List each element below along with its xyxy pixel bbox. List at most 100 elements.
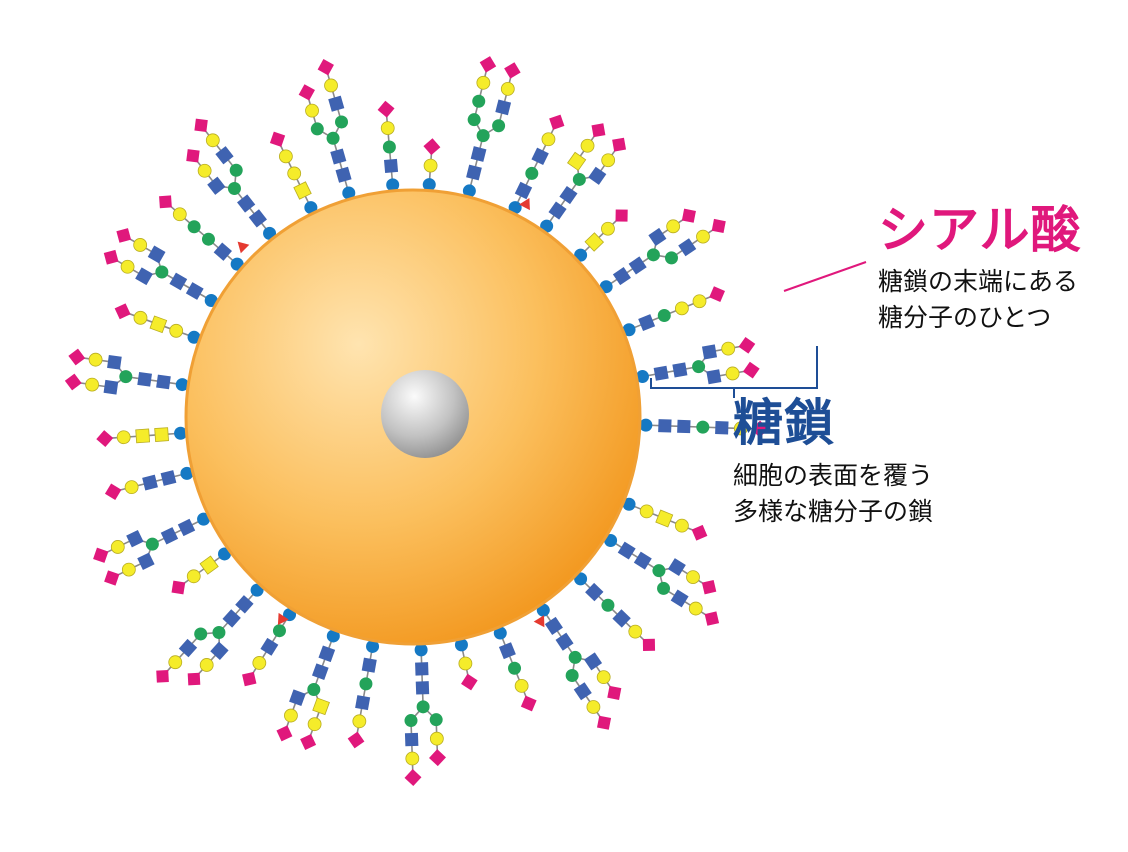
glucose-residue-icon bbox=[304, 201, 318, 215]
glucose-residue-icon bbox=[342, 186, 356, 200]
sialic-acid-residue-icon bbox=[300, 734, 317, 751]
mannose-residue-icon bbox=[272, 624, 286, 638]
mannose-residue-icon bbox=[508, 661, 522, 675]
glucose-residue-icon bbox=[174, 426, 188, 440]
glcnac-residue-icon bbox=[137, 552, 155, 570]
glcnac-residue-icon bbox=[142, 474, 158, 491]
glucose-residue-icon bbox=[187, 330, 201, 344]
glcnac-residue-icon bbox=[160, 470, 177, 486]
galactose-residue-icon bbox=[85, 377, 99, 392]
mannose-residue-icon bbox=[565, 668, 579, 682]
galactose-residue-icon bbox=[596, 670, 611, 685]
mannose-residue-icon bbox=[227, 181, 241, 195]
galactose-residue-icon bbox=[352, 714, 367, 729]
sialic-acid-residue-icon bbox=[187, 672, 201, 686]
glcnac-residue-icon bbox=[222, 609, 241, 628]
galactose-residue-icon bbox=[541, 132, 556, 147]
glcnac-residue-icon bbox=[701, 344, 718, 360]
galnac-residue-icon bbox=[154, 427, 169, 442]
glcnac-residue-icon bbox=[585, 582, 604, 602]
sialic-acid-residue-icon bbox=[104, 570, 120, 586]
mannose-residue-icon bbox=[359, 677, 373, 691]
glucose-residue-icon bbox=[204, 294, 218, 307]
galactose-residue-icon bbox=[586, 700, 601, 714]
glcnac-residue-icon bbox=[672, 362, 688, 378]
mannose-residue-icon bbox=[652, 564, 666, 578]
glucose-residue-icon bbox=[635, 370, 649, 384]
sialic-acid-residue-icon bbox=[242, 671, 257, 687]
sialic-acid-residue-icon bbox=[276, 725, 293, 742]
glucose-residue-icon bbox=[508, 201, 522, 215]
glcnac-residue-icon bbox=[612, 609, 631, 628]
mannose-residue-icon bbox=[194, 627, 208, 641]
sialic-acid-residue-icon bbox=[317, 59, 334, 76]
sialic-acid-residue-icon bbox=[607, 685, 622, 700]
glcnac-residue-icon bbox=[383, 158, 399, 174]
galactose-residue-icon bbox=[121, 562, 136, 577]
glcnac-residue-icon bbox=[658, 419, 672, 433]
galactose-residue-icon bbox=[287, 166, 302, 181]
sialic-acid-residue-icon bbox=[93, 547, 109, 563]
sialic-acid-residue-icon bbox=[64, 373, 82, 391]
sialic-acid-residue-icon bbox=[404, 769, 422, 787]
galnac-residue-icon bbox=[312, 697, 330, 716]
galactose-residue-icon bbox=[674, 301, 689, 316]
sialic-acid-residue-icon bbox=[549, 114, 565, 130]
glcnac-residue-icon bbox=[156, 374, 171, 390]
sialic-acid-residue-icon bbox=[642, 638, 656, 651]
glcnac-residue-icon bbox=[248, 209, 267, 228]
galactose-residue-icon bbox=[307, 717, 322, 732]
galnac-residue-icon bbox=[655, 509, 674, 528]
mannose-residue-icon bbox=[429, 713, 443, 727]
glcnac-residue-icon bbox=[137, 371, 152, 387]
mannose-residue-icon bbox=[692, 360, 706, 374]
fucose-residue-icon bbox=[533, 615, 545, 628]
sialic-acid-residue-icon bbox=[738, 336, 756, 354]
galactose-residue-icon bbox=[674, 518, 689, 533]
galactose-residue-icon bbox=[405, 751, 420, 766]
glcnac-residue-icon bbox=[715, 421, 729, 435]
galactose-residue-icon bbox=[324, 78, 338, 93]
fucose-residue-icon bbox=[237, 241, 250, 254]
galactose-residue-icon bbox=[628, 624, 643, 639]
callouts bbox=[650, 261, 867, 398]
glcnac-residue-icon bbox=[677, 419, 691, 434]
glcnac-residue-icon bbox=[588, 166, 607, 185]
glcnac-residue-icon bbox=[612, 267, 631, 286]
glcnac-residue-icon bbox=[559, 185, 578, 205]
sialic-acid-pointer-line bbox=[783, 261, 867, 292]
mannose-residue-icon bbox=[467, 113, 481, 127]
glucose-residue-icon bbox=[386, 178, 400, 192]
glcnac-residue-icon bbox=[215, 146, 234, 165]
mannose-residue-icon bbox=[601, 598, 615, 612]
mannose-residue-icon bbox=[572, 172, 586, 186]
galnac-residue-icon bbox=[199, 555, 219, 575]
glcnac-residue-icon bbox=[495, 99, 512, 116]
glcnac-residue-icon bbox=[178, 638, 198, 658]
galactose-residue-icon bbox=[186, 569, 201, 584]
galactose-residue-icon bbox=[423, 158, 438, 173]
glcnac-residue-icon bbox=[498, 642, 516, 660]
glcnac-residue-icon bbox=[648, 227, 667, 246]
galactose-residue-icon bbox=[168, 655, 183, 670]
sialic-acid-residue-icon bbox=[156, 670, 169, 683]
sialic-acid-desc-line-1: 糖鎖の末端にある bbox=[878, 267, 1079, 296]
glcnac-residue-icon bbox=[617, 541, 636, 560]
galactose-residue-icon bbox=[639, 504, 654, 519]
mannose-residue-icon bbox=[657, 581, 671, 595]
glcnac-residue-icon bbox=[328, 95, 345, 112]
glcnac-residue-icon bbox=[260, 637, 279, 656]
sialic-acid-residue-icon bbox=[103, 249, 119, 265]
mannose-residue-icon bbox=[664, 251, 678, 265]
mannose-residue-icon bbox=[696, 420, 710, 434]
glcnac-residue-icon bbox=[678, 238, 697, 257]
mannose-residue-icon bbox=[568, 650, 582, 664]
sialic-acid-title: シアル酸 bbox=[878, 201, 1082, 259]
glcnac-residue-icon bbox=[361, 657, 377, 673]
glcnac-residue-icon bbox=[415, 662, 429, 676]
galactose-residue-icon bbox=[305, 103, 319, 118]
sialic-acid-residue-icon bbox=[520, 695, 537, 712]
galactose-residue-icon bbox=[429, 731, 444, 746]
glcnac-residue-icon bbox=[318, 645, 336, 663]
galnac-residue-icon bbox=[149, 315, 168, 334]
